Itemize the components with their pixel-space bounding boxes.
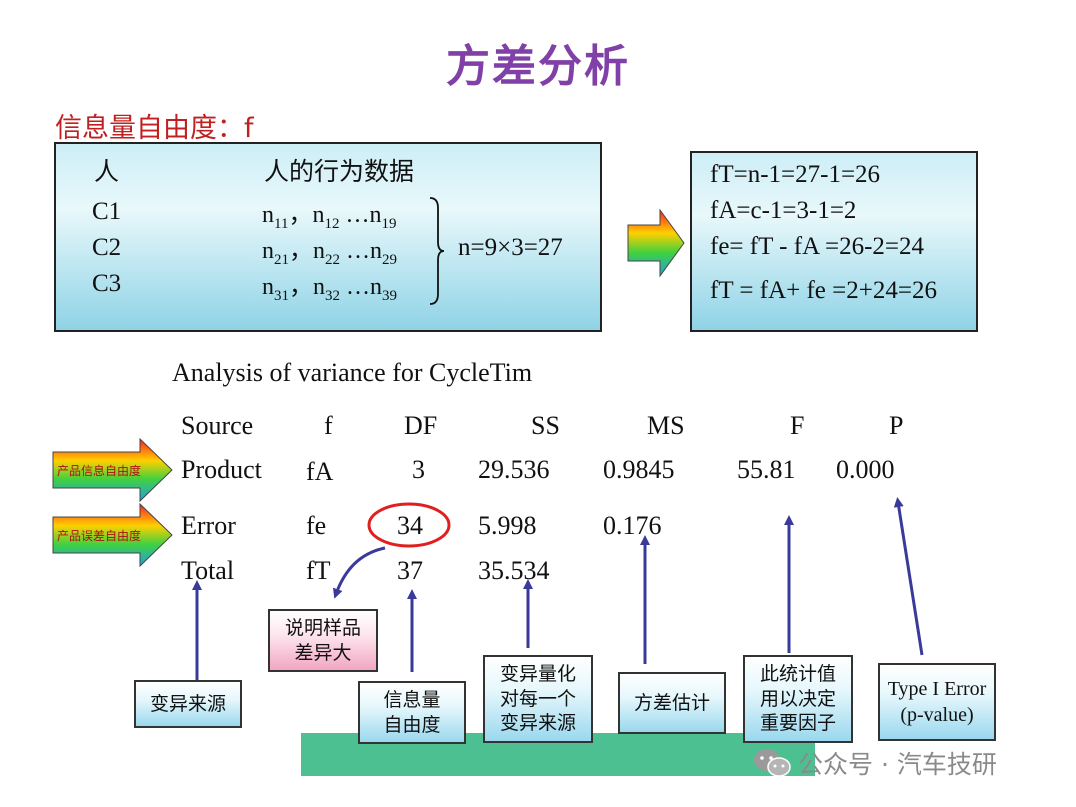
highlight-ring: [367, 502, 451, 548]
callout-info-df: 信息量自由度: [358, 681, 466, 744]
callout-sample-diff: 说明样品差异大: [268, 609, 378, 672]
data-panel: 人 人的行为数据 C1 n11，n12 …n19 C2 n21，n22 …n29…: [54, 142, 602, 332]
header-p: P: [889, 411, 904, 440]
row-label-c3: C3: [92, 270, 122, 297]
callout-stat-value: 此统计值用以决定重要因子: [743, 655, 853, 743]
header-data: 人的行为数据: [264, 157, 415, 186]
formula-sum: fT = fA+ fe =2+24=26: [710, 277, 937, 304]
formula-fa: fA=c-1=3-1=2: [710, 197, 857, 224]
product-f: fA: [306, 457, 334, 486]
product-df: 3: [412, 455, 425, 484]
total-count: n=9×3=27: [458, 234, 563, 261]
row-label-c1: C1: [92, 198, 122, 225]
row-data-c2: n21，n22 …n29: [262, 238, 397, 268]
sample-diff-pointer: [332, 546, 386, 599]
watermark-text: 公众号 · 汽车技研: [798, 750, 997, 779]
error-ss: 5.998: [478, 511, 537, 540]
error-df: 34: [397, 511, 423, 540]
formula-ft: fT=n-1=27-1=26: [710, 161, 881, 188]
page-title: 方差分析: [446, 41, 630, 92]
product-arrow-label: 产品信息自由度: [57, 464, 142, 478]
watermark: 公众号 · 汽车技研: [752, 745, 997, 781]
callout-variance-est: 方差估计: [618, 672, 726, 734]
header-f: f: [324, 411, 333, 440]
product-ms: 0.9845: [603, 455, 675, 484]
product-arrow-icon: [52, 438, 173, 502]
header-df: DF: [404, 411, 438, 440]
callout-ss-quant: 变异量化对每一个变异来源: [483, 655, 593, 743]
row-data-c3: n31，n32 …n39: [262, 274, 397, 304]
right-brace: [429, 197, 445, 305]
error-arrow-label: 产品误差自由度: [57, 529, 142, 543]
error-ms: 0.176: [603, 511, 662, 540]
error-source: Error: [181, 511, 236, 540]
rainbow-arrow-icon: [627, 208, 685, 278]
header-person: 人: [94, 157, 120, 186]
header-f-stat: F: [790, 411, 805, 440]
subtitle: 信息量自由度：f: [55, 113, 254, 144]
anova-caption: Analysis of variance for CycleTim: [172, 358, 533, 387]
product-source: Product: [181, 455, 262, 484]
total-df: 37: [397, 556, 423, 585]
product-ss: 29.536: [478, 455, 550, 484]
formula-panel: fT=n-1=27-1=26 fA=c-1=3-1=2 fe= fT - fA …: [690, 151, 978, 332]
callout-variation-source: 变异来源: [134, 680, 242, 728]
callout-type-error: Type I Error(p-value): [878, 663, 996, 741]
header-ss: SS: [531, 411, 560, 440]
total-source: Total: [181, 556, 235, 585]
product-p: 0.000: [836, 455, 895, 484]
error-arrow-icon: [52, 503, 173, 567]
formula-fe: fe= fT - fA =26-2=24: [710, 233, 925, 260]
total-ss: 35.534: [478, 556, 550, 585]
row-label-c2: C2: [92, 234, 122, 261]
wechat-icon: [754, 749, 791, 777]
p-pointer: [893, 497, 924, 656]
product-f-stat: 55.81: [737, 455, 796, 484]
header-ms: MS: [647, 411, 685, 440]
error-f: fe: [306, 511, 327, 540]
row-data-c1: n11，n12 …n19: [262, 202, 397, 232]
header-source: Source: [181, 411, 254, 440]
total-f: fT: [306, 556, 331, 585]
